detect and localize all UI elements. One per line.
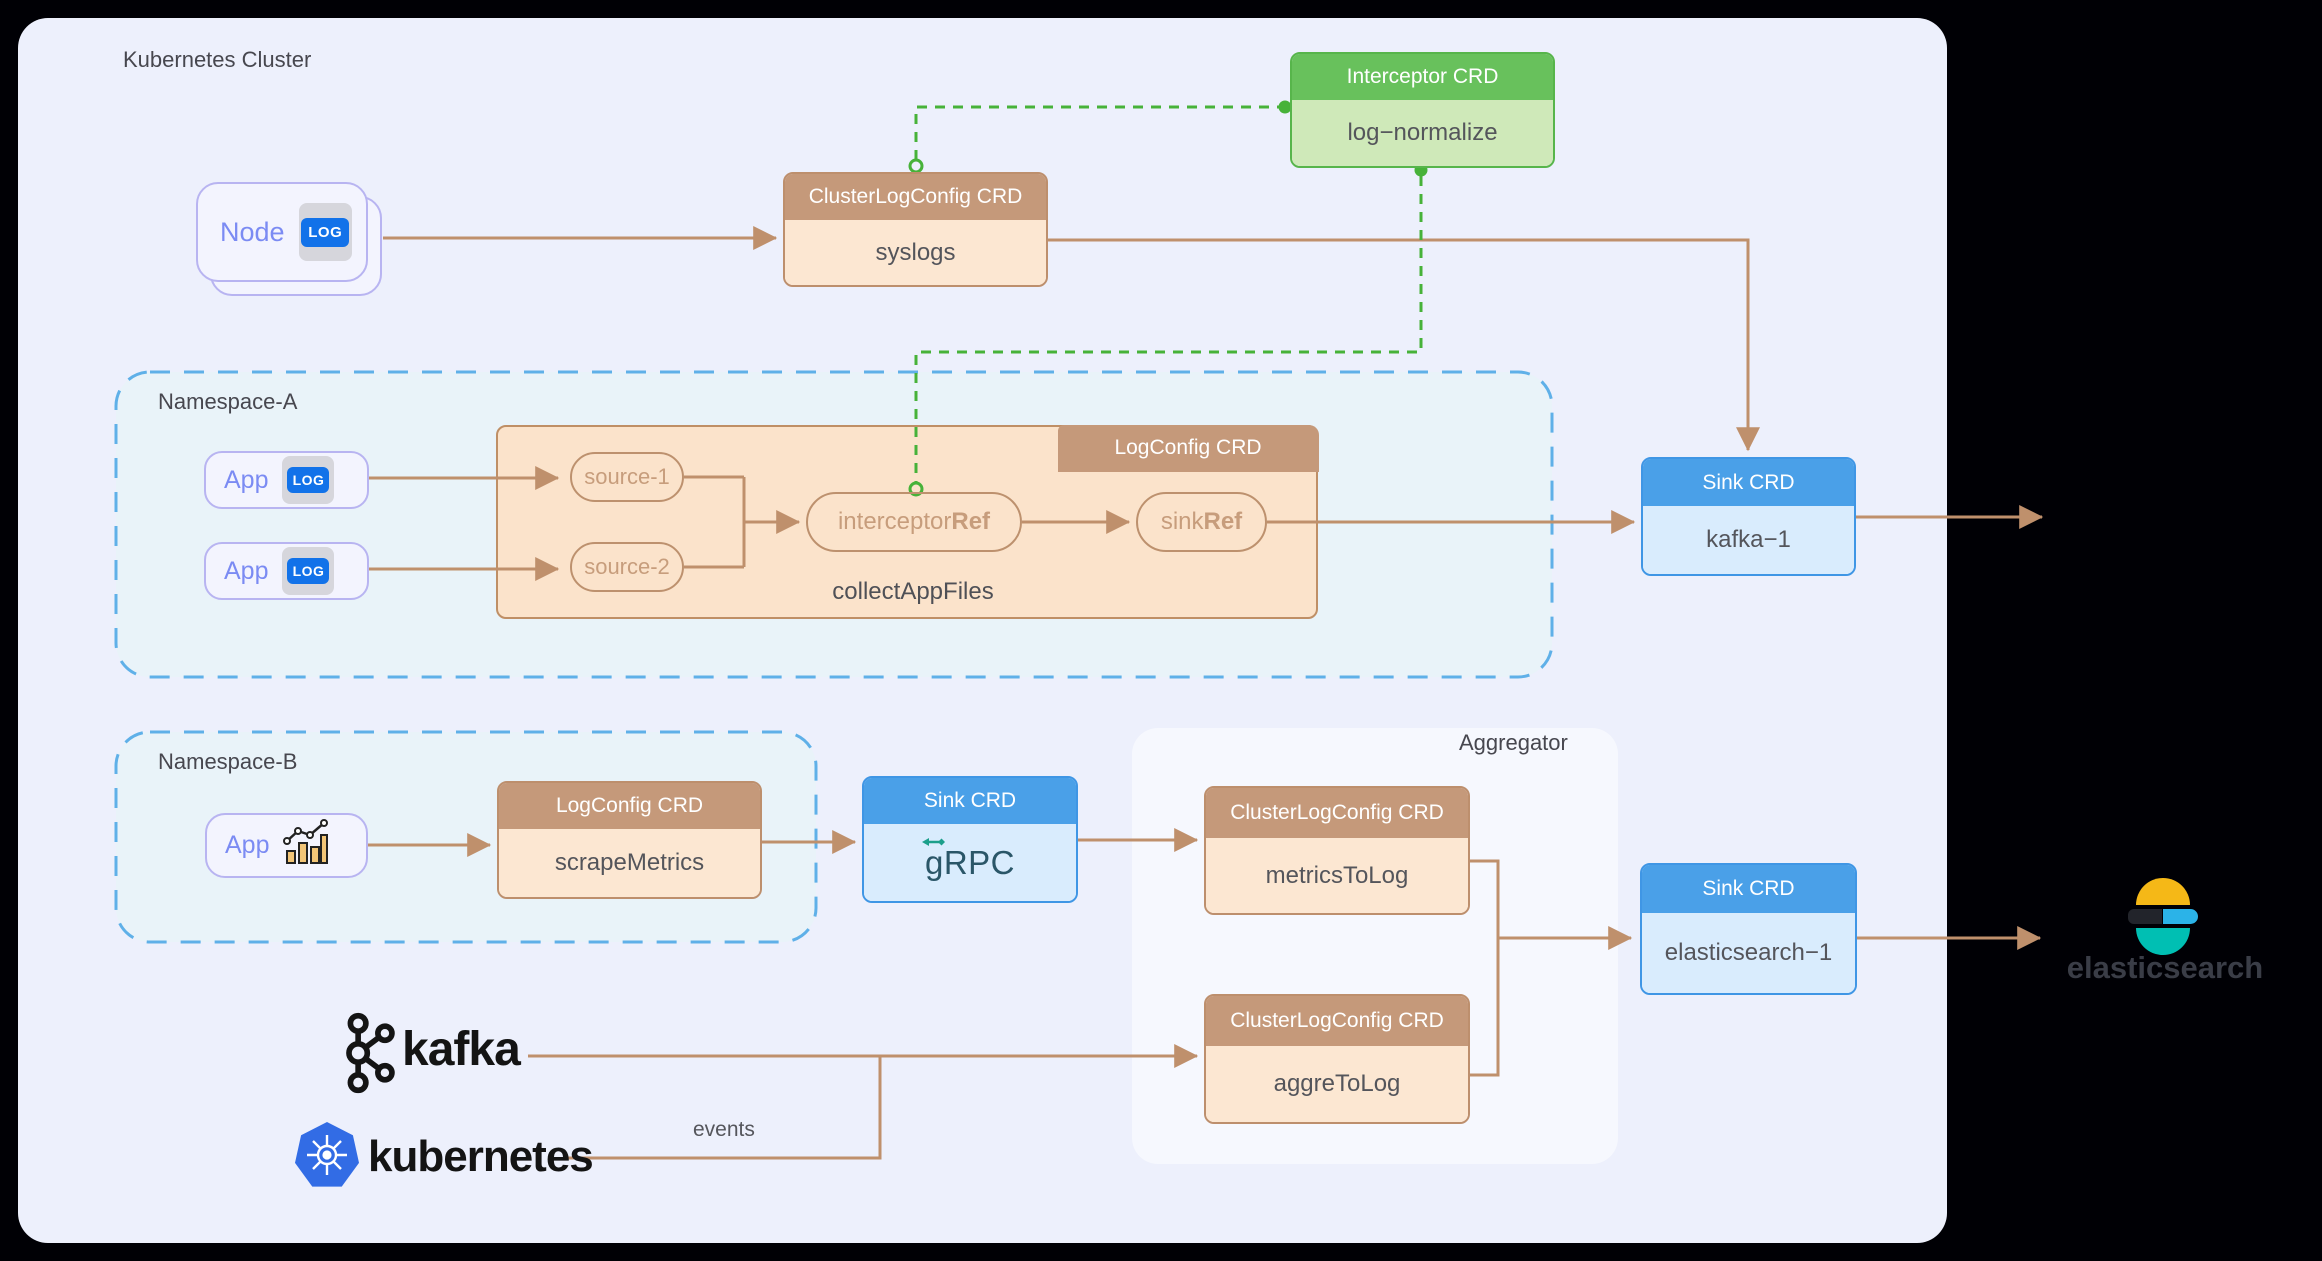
appb-box: App — [205, 813, 368, 878]
edge-aggregator-merge — [1470, 859, 1500, 1077]
sink-grpc-box: Sink CRD gRPC — [862, 776, 1078, 903]
namespace-a-label: Namespace-A — [158, 389, 298, 414]
log-chip: LOG — [282, 456, 335, 504]
crd-body: metricsToLog — [1206, 838, 1468, 913]
anchor-dot-interceptor-left — [1278, 100, 1292, 114]
log-chip: LOG — [298, 203, 352, 261]
edge-kubernetes-events — [563, 1056, 882, 1160]
aggregator-label: Aggregator — [1459, 730, 1568, 755]
crd-header: ClusterLogConfig CRD — [1206, 788, 1468, 838]
crd-body: gRPC — [864, 824, 1076, 901]
interceptorref-text: interceptor — [837, 508, 952, 535]
grpc-text: gRPC — [924, 843, 1016, 881]
source1-pill: source-1 — [570, 452, 684, 502]
crd-header: Sink CRD — [1642, 865, 1855, 913]
grpc-logo: gRPC — [921, 837, 1016, 882]
node-box: Node LOG — [196, 182, 368, 282]
metrics-chart-icon — [283, 819, 329, 872]
log-badge-icon: LOG — [287, 467, 330, 493]
logconfig-crd-a-header: LogConfig CRD — [1057, 424, 1319, 472]
namespace-b-label: Namespace-B — [158, 749, 298, 774]
node-label: Node — [220, 216, 285, 247]
crd-body: scrapeMetrics — [499, 829, 760, 897]
log-badge-icon: LOG — [287, 558, 330, 584]
sink-kafka1-box: Sink CRD kafka−1 — [1641, 457, 1856, 576]
sinkref-text-bold: Ref — [1203, 508, 1243, 535]
cluster-title: Kubernetes Cluster — [123, 47, 312, 72]
logconfig-scrapemetrics-box: LogConfig CRD scrapeMetrics — [497, 781, 762, 899]
crd-header: Sink CRD — [1643, 459, 1854, 506]
app1-box: App LOG — [204, 451, 369, 509]
crd-body: syslogs — [785, 220, 1046, 285]
edge-syslogs-to-interceptor — [914, 105, 1279, 160]
sink-elasticsearch1-box: Sink CRD elasticsearch−1 — [1640, 863, 1857, 995]
crd-header: ClusterLogConfig CRD — [1206, 996, 1468, 1046]
collectappfiles-label: collectAppFiles — [832, 578, 994, 605]
kubernetes-logo-icon — [295, 1122, 359, 1188]
log-chip: LOG — [282, 547, 335, 595]
elasticsearch-logo-icon — [2128, 878, 2198, 955]
crd-body: log−normalize — [1292, 100, 1553, 166]
edge-interceptor-to-interceptorref — [914, 176, 1423, 483]
edge-sources-merge — [684, 475, 746, 569]
namespace-a-border — [114, 370, 1554, 679]
crd-header: Sink CRD — [864, 778, 1076, 824]
kafka-logo-text: kafka — [402, 1023, 521, 1076]
events-label: events — [693, 1118, 755, 1141]
kubernetes-logo-text: kubernetes — [368, 1132, 594, 1181]
interceptorref-text-bold: Ref — [951, 508, 991, 535]
sinkref-text: sink — [1160, 508, 1204, 535]
crd-header: ClusterLogConfig CRD — [785, 174, 1046, 220]
kafka-logo-icon — [337, 1012, 399, 1099]
crd-header: Interceptor CRD — [1292, 54, 1553, 100]
crd-body: kafka−1 — [1643, 506, 1854, 574]
app1-label: App — [224, 465, 269, 494]
crd-header: LogConfig CRD — [499, 783, 760, 829]
interceptor-crd-box: Interceptor CRD log−normalize — [1290, 52, 1555, 168]
clusterlogconfig-syslogs-box: ClusterLogConfig CRD syslogs — [783, 172, 1048, 287]
app2-box: App LOG — [204, 542, 369, 600]
namespace-b-border — [114, 730, 818, 944]
anchor-circle-syslogs — [908, 158, 924, 174]
app2-label: App — [224, 556, 269, 585]
elasticsearch-logo-text: elasticsearch — [2066, 950, 2264, 985]
crd-body: elasticsearch−1 — [1642, 913, 1855, 993]
crd-body: aggreToLog — [1206, 1046, 1468, 1122]
source2-pill: source-2 — [570, 542, 684, 592]
logconfig-crd-a-box: LogConfig CRD — [496, 424, 1319, 619]
clusterlogconfig-metricstolog-box: ClusterLogConfig CRD metricsToLog — [1204, 786, 1470, 915]
clusterlogconfig-aggretolog-box: ClusterLogConfig CRD aggreToLog — [1204, 994, 1470, 1124]
grpc-arrow-icon — [921, 837, 945, 846]
appb-label: App — [225, 831, 270, 859]
edge-syslogs-to-kafka1 — [1048, 238, 1760, 452]
log-badge-icon: LOG — [301, 217, 350, 247]
